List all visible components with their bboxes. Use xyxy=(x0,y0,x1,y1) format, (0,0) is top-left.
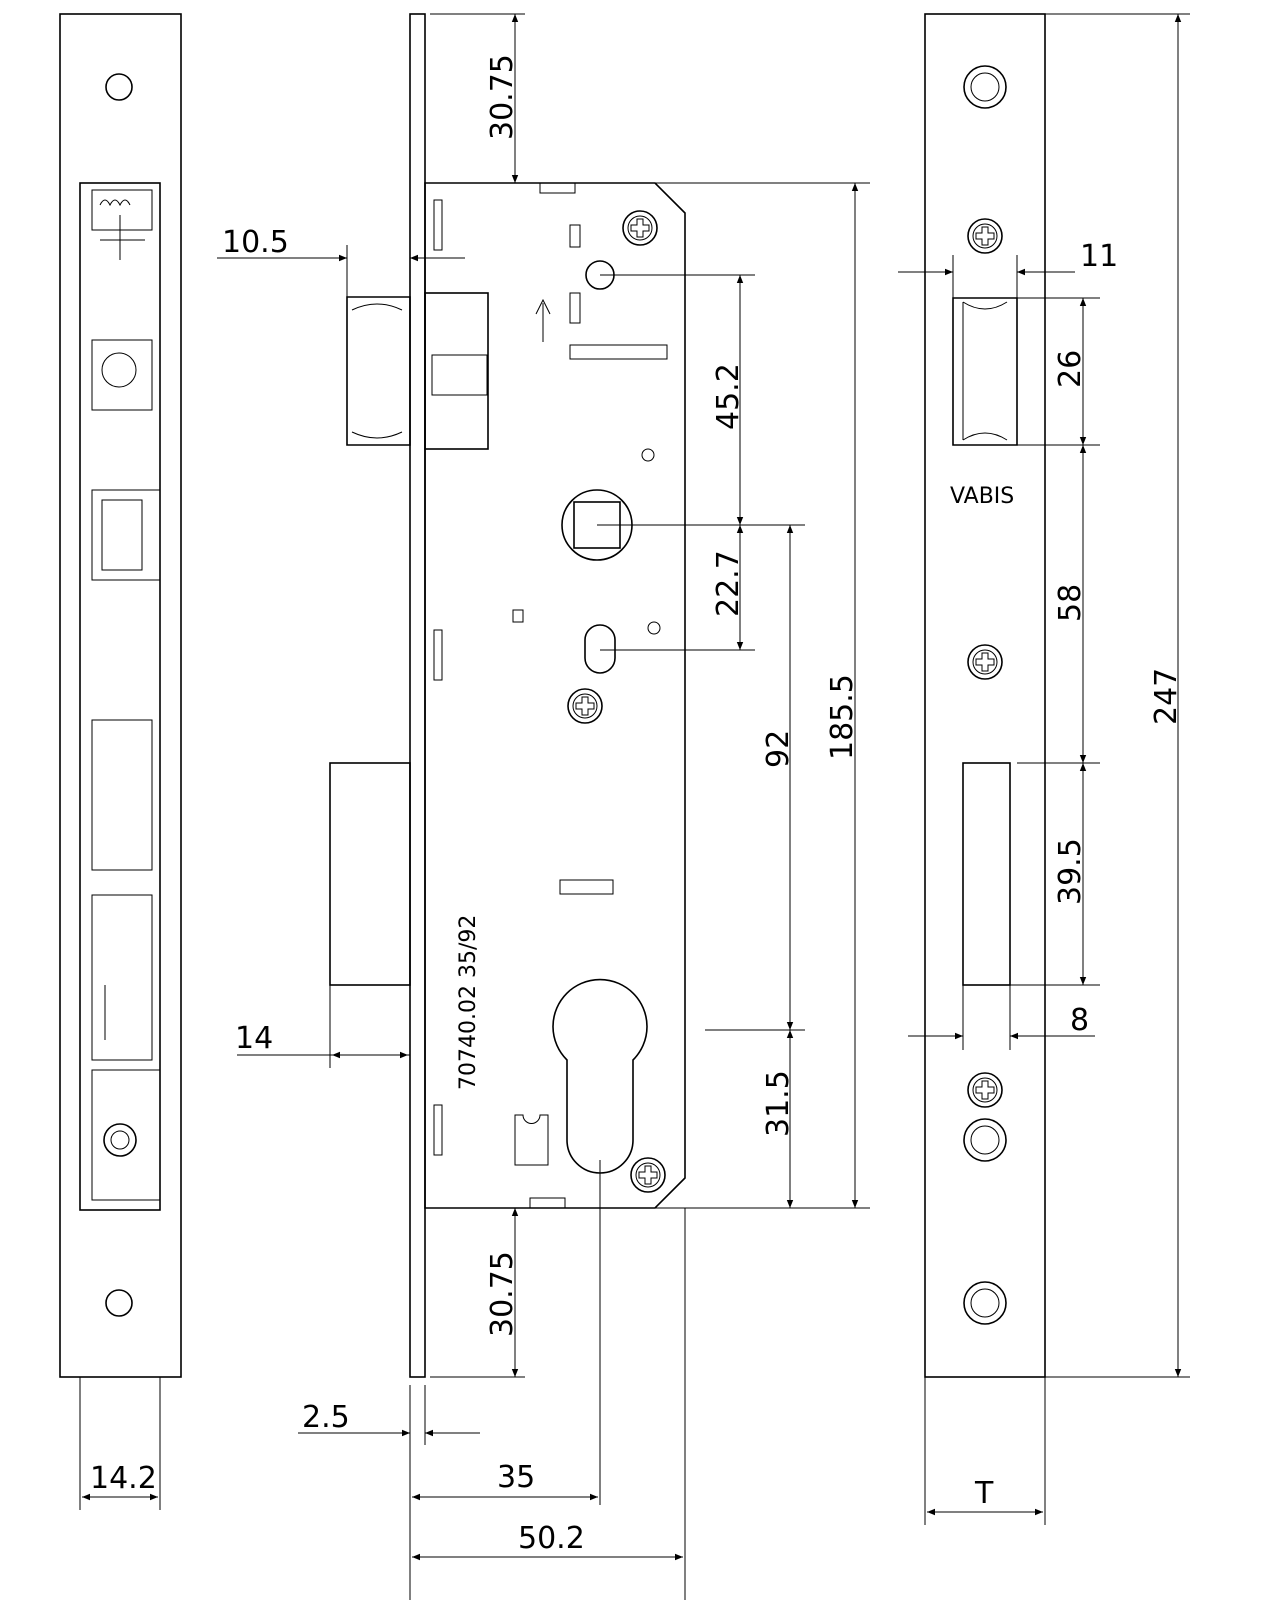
dim-faceplate-thickness: 2.5 xyxy=(302,1400,350,1435)
arrow-up-icon xyxy=(535,298,551,342)
dim-strike-bolt-height: 39.5 xyxy=(1053,838,1088,905)
dim-strike-latch-width: 11 xyxy=(1080,239,1118,274)
dim-latch-follower: 45.2 xyxy=(711,363,746,430)
mounting-hole xyxy=(105,73,133,101)
dim-follower-lower: 22.7 xyxy=(711,550,746,617)
body-marking: 70740.02 35/92 xyxy=(456,915,481,1090)
cylinder-cutout xyxy=(552,978,648,1174)
mounting-hole xyxy=(105,1289,133,1317)
dim-strike-thickness: T xyxy=(974,1476,994,1511)
strike-plate-view: VABIS 11 26 58 39.5 247 8 T xyxy=(898,13,1190,1525)
latch xyxy=(346,296,411,446)
dim-cylinder-bottom: 31.5 xyxy=(761,1070,796,1137)
dim-strike-latch-height: 26 xyxy=(1053,350,1088,388)
dim-body-depth: 50.2 xyxy=(518,1521,585,1556)
dim-strike-spacing: 58 xyxy=(1053,584,1088,622)
dim-top-offset: 30.75 xyxy=(485,54,520,140)
dim-bottom-offset: 30.75 xyxy=(485,1251,520,1337)
dim-backset: 35 xyxy=(497,1460,535,1495)
dim-deadbolt-projection: 14 xyxy=(235,1021,273,1056)
dim-strike-bolt-width: 8 xyxy=(1070,1003,1089,1038)
strike-brand: VABIS xyxy=(950,484,1014,509)
dim-backset-distance: 92 xyxy=(761,730,796,768)
dim-body-height: 185.5 xyxy=(825,674,860,760)
side-view: 14.2 xyxy=(59,13,182,1510)
lock-body-view: 70740.02 35/92 30.75 10.5 45.2 22.7 92 1… xyxy=(217,13,870,1600)
deadbolt xyxy=(329,762,411,986)
faceplate xyxy=(409,13,426,1378)
bolt-opening xyxy=(962,762,1011,986)
dim-strike-total-height: 247 xyxy=(1149,668,1184,725)
dim-latch-projection: 10.5 xyxy=(222,225,289,260)
dim-side-width: 14.2 xyxy=(90,1461,157,1496)
